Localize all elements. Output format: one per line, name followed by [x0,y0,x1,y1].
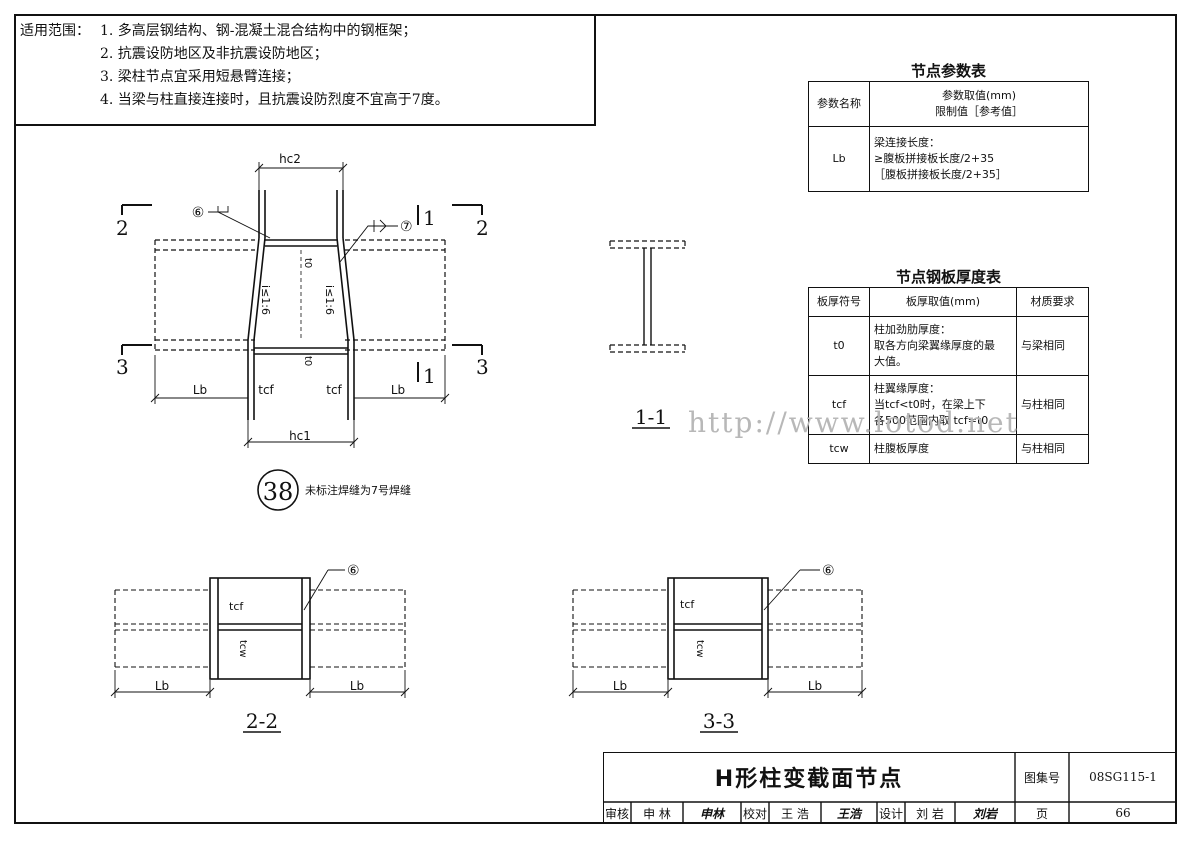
column-upper-flanges [258,190,344,238]
s33-tcf: tcf [680,598,695,611]
elevation-view [121,162,483,511]
s33-tcw: tcw [694,640,705,658]
weld-6-symbol: ⑥ [192,205,205,221]
scope-item-4: 4. 当梁与柱直接连接时，且抗震设防烈度不宜高于7度。 [100,92,449,108]
dim-hc1: hc1 [289,429,311,443]
drawing-title: H形柱变截面节点 [714,767,904,792]
dim-lb-left: Lb [193,383,207,397]
sec-mark-2-left: 2 [116,216,129,240]
scope-item-3: 3. 梁柱节点宜采用短悬臂连接； [100,69,300,85]
dim-hc2: hc2 [279,152,301,166]
label-t0-bottom: t0 [302,356,313,366]
s22-lb-left: Lb [155,679,169,693]
design-label: 设计 [878,806,903,821]
param-head-value: 参数取值(mm) 限制值［参考值］ [869,81,1089,127]
s33-lb-left: Lb [613,679,627,693]
section-1-1-label: 1-1 [635,405,667,429]
section-3-3-label: 3-3 [703,709,735,733]
param-row-value: 梁连接长度： ≥腹板拼接板长度/2+35 ［腹板拼接板长度/2+35］ [869,126,1089,192]
param-row-lb: Lb 梁连接长度： ≥腹板拼接板长度/2+35 ［腹板拼接板长度/2+35］ [808,126,1089,192]
s22-weld: ⑥ [347,563,360,579]
check-label: 校对 [742,806,767,821]
section-1-1-view [609,240,686,429]
reviewer-signature: 申林 [699,806,724,821]
section-3-3-view [568,569,867,733]
watermark: http://www.lotod.net [688,406,1019,439]
s22-tcw: tcw [237,640,248,658]
sec-mark-3-left: 3 [116,355,129,379]
s33-lb-right: Lb [808,679,822,693]
stiffeners [254,239,348,355]
label-slope-left: i≤1:6 [259,285,272,315]
section-2-2-label: 2-2 [246,709,278,733]
atlas-number: 08SG115-1 [1089,770,1157,784]
beam-left-dashed [154,239,255,351]
label-tcf-left: tcf [258,383,274,397]
page-label: 页 [1035,806,1048,821]
label-t0-top: t0 [302,258,313,268]
s22-lb-right: Lb [350,679,364,693]
param-table: 参数名称 参数取值(mm) 限制值［参考值］ Lb 梁连接长度： ≥腹板拼接板长… [808,81,1089,192]
checker-name: 王 浩 [781,806,809,821]
column-sloped-flanges [247,237,355,341]
beam-right-dashed [345,239,446,351]
param-table-header: 参数名称 参数取值(mm) 限制值［参考值］ [808,81,1089,127]
weld-7-symbol: ⑦ [400,219,413,235]
scope-note: 适用范围： 1. 多高层钢结构、钢-混凝土混合结构中的钢框架； 2. 抗震设防地区… [14,14,596,126]
scope-item-2: 2. 抗震设防地区及非抗震设防地区； [100,46,328,62]
sec-mark-1-bottom: 1 [423,364,436,388]
atlas-label: 图集号 [1023,770,1060,785]
review-label: 审核 [604,806,629,821]
reviewer-name: 申 林 [643,806,671,821]
weld-note: 未标注焊缝为7号焊缝 [305,483,411,497]
label-slope-right: i≤1:6 [323,285,336,315]
scope-item-1: 1. 多高层钢结构、钢-混凝土混合结构中的钢框架； [100,23,417,39]
section-2-2-view [110,569,410,733]
label-tcf-right: tcf [326,383,342,397]
designer-name: 刘 岩 [916,806,944,821]
node-number-circle [257,469,299,511]
sec-mark-1-top: 1 [423,206,436,230]
param-table-title: 节点参数表 [910,62,986,80]
scope-lead: 适用范围： [20,23,90,39]
plate-table: 板厚符号 板厚取值(mm) 材质要求 t0 柱加劲肋厚度： 取各方向梁翼缘厚度的… [808,287,1089,464]
designer-signature: 刘岩 [972,806,997,821]
title-block: H形柱变截面节点 图集号 08SG115-1 审核 申 林 申林 校对 王 浩 … [603,752,1177,824]
node-number: 38 [263,478,294,506]
page-number: 66 [1115,806,1131,820]
checker-signature: 王浩 [836,806,861,821]
plate-row-tcw: tcw 柱腹板厚度 与柱相同 [808,434,1089,464]
plate-table-title: 节点钢板厚度表 [895,268,1001,286]
s22-tcf: tcf [229,600,244,613]
dim-lb-right: Lb [391,383,405,397]
plate-row-t0: t0 柱加劲肋厚度： 取各方向梁翼缘厚度的最 大值。 与梁相同 [808,316,1089,376]
column-lower-flanges [247,340,355,420]
sec-mark-3-right: 3 [476,355,489,379]
s33-weld: ⑥ [822,563,835,579]
sec-mark-2-right: 2 [476,216,489,240]
